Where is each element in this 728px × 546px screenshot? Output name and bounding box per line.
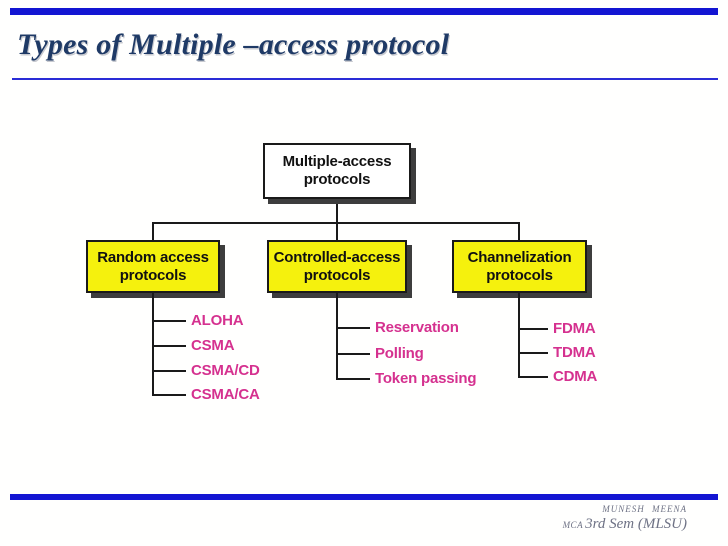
title-underline <box>12 78 718 80</box>
connector-drop-channelization <box>518 222 520 240</box>
leaf-fdma: FDMA <box>553 320 596 337</box>
footer-course: MCA <box>562 520 584 530</box>
connector-root-stem <box>336 201 338 223</box>
node-controlled-access-label: Controlled-access protocols <box>273 248 401 284</box>
page-title: Types of Multiple –access protocol <box>17 28 450 61</box>
tick-csma-cd <box>152 370 186 372</box>
leaf-csma: CSMA <box>191 337 235 354</box>
leaf-tdma: TDMA <box>553 344 596 361</box>
footer-semester: 3rd Sem (MLSU) <box>585 516 687 532</box>
tick-fdma <box>518 328 548 330</box>
connector-drop-random <box>152 222 154 240</box>
node-channelization: Channelization protocols <box>452 240 587 293</box>
leaf-csma-ca: CSMA/CA <box>191 386 260 403</box>
tick-token-passing <box>336 378 370 380</box>
leaf-token-passing: Token passing <box>375 370 477 387</box>
footer-author: MUNESH MEENA <box>602 504 687 514</box>
tick-cdma <box>518 376 548 378</box>
stem-controlled-access <box>336 293 338 380</box>
node-random-access-label: Random access protocols <box>97 248 209 284</box>
leaf-aloha: ALOHA <box>191 312 244 329</box>
root-node: Multiple-access protocols <box>263 143 411 199</box>
leaf-reservation: Reservation <box>375 319 459 336</box>
top-accent-bar <box>10 8 718 15</box>
node-channelization-label: Channelization protocols <box>467 248 572 284</box>
node-controlled-access: Controlled-access protocols <box>267 240 407 293</box>
connector-drop-controlled <box>336 222 338 240</box>
node-random-access: Random access protocols <box>86 240 220 293</box>
tick-csma-ca <box>152 394 186 396</box>
leaf-csma-cd: CSMA/CD <box>191 362 260 379</box>
tick-aloha <box>152 320 186 322</box>
tick-reservation <box>336 327 370 329</box>
stem-channelization <box>518 293 520 378</box>
tick-tdma <box>518 352 548 354</box>
tick-csma <box>152 345 186 347</box>
leaf-cdma: CDMA <box>553 368 598 385</box>
stem-random-access <box>152 293 154 396</box>
leaf-polling: Polling <box>375 345 424 362</box>
tick-polling <box>336 353 370 355</box>
bottom-accent-bar <box>10 494 718 500</box>
root-node-label: Multiple-access protocols <box>282 153 392 188</box>
